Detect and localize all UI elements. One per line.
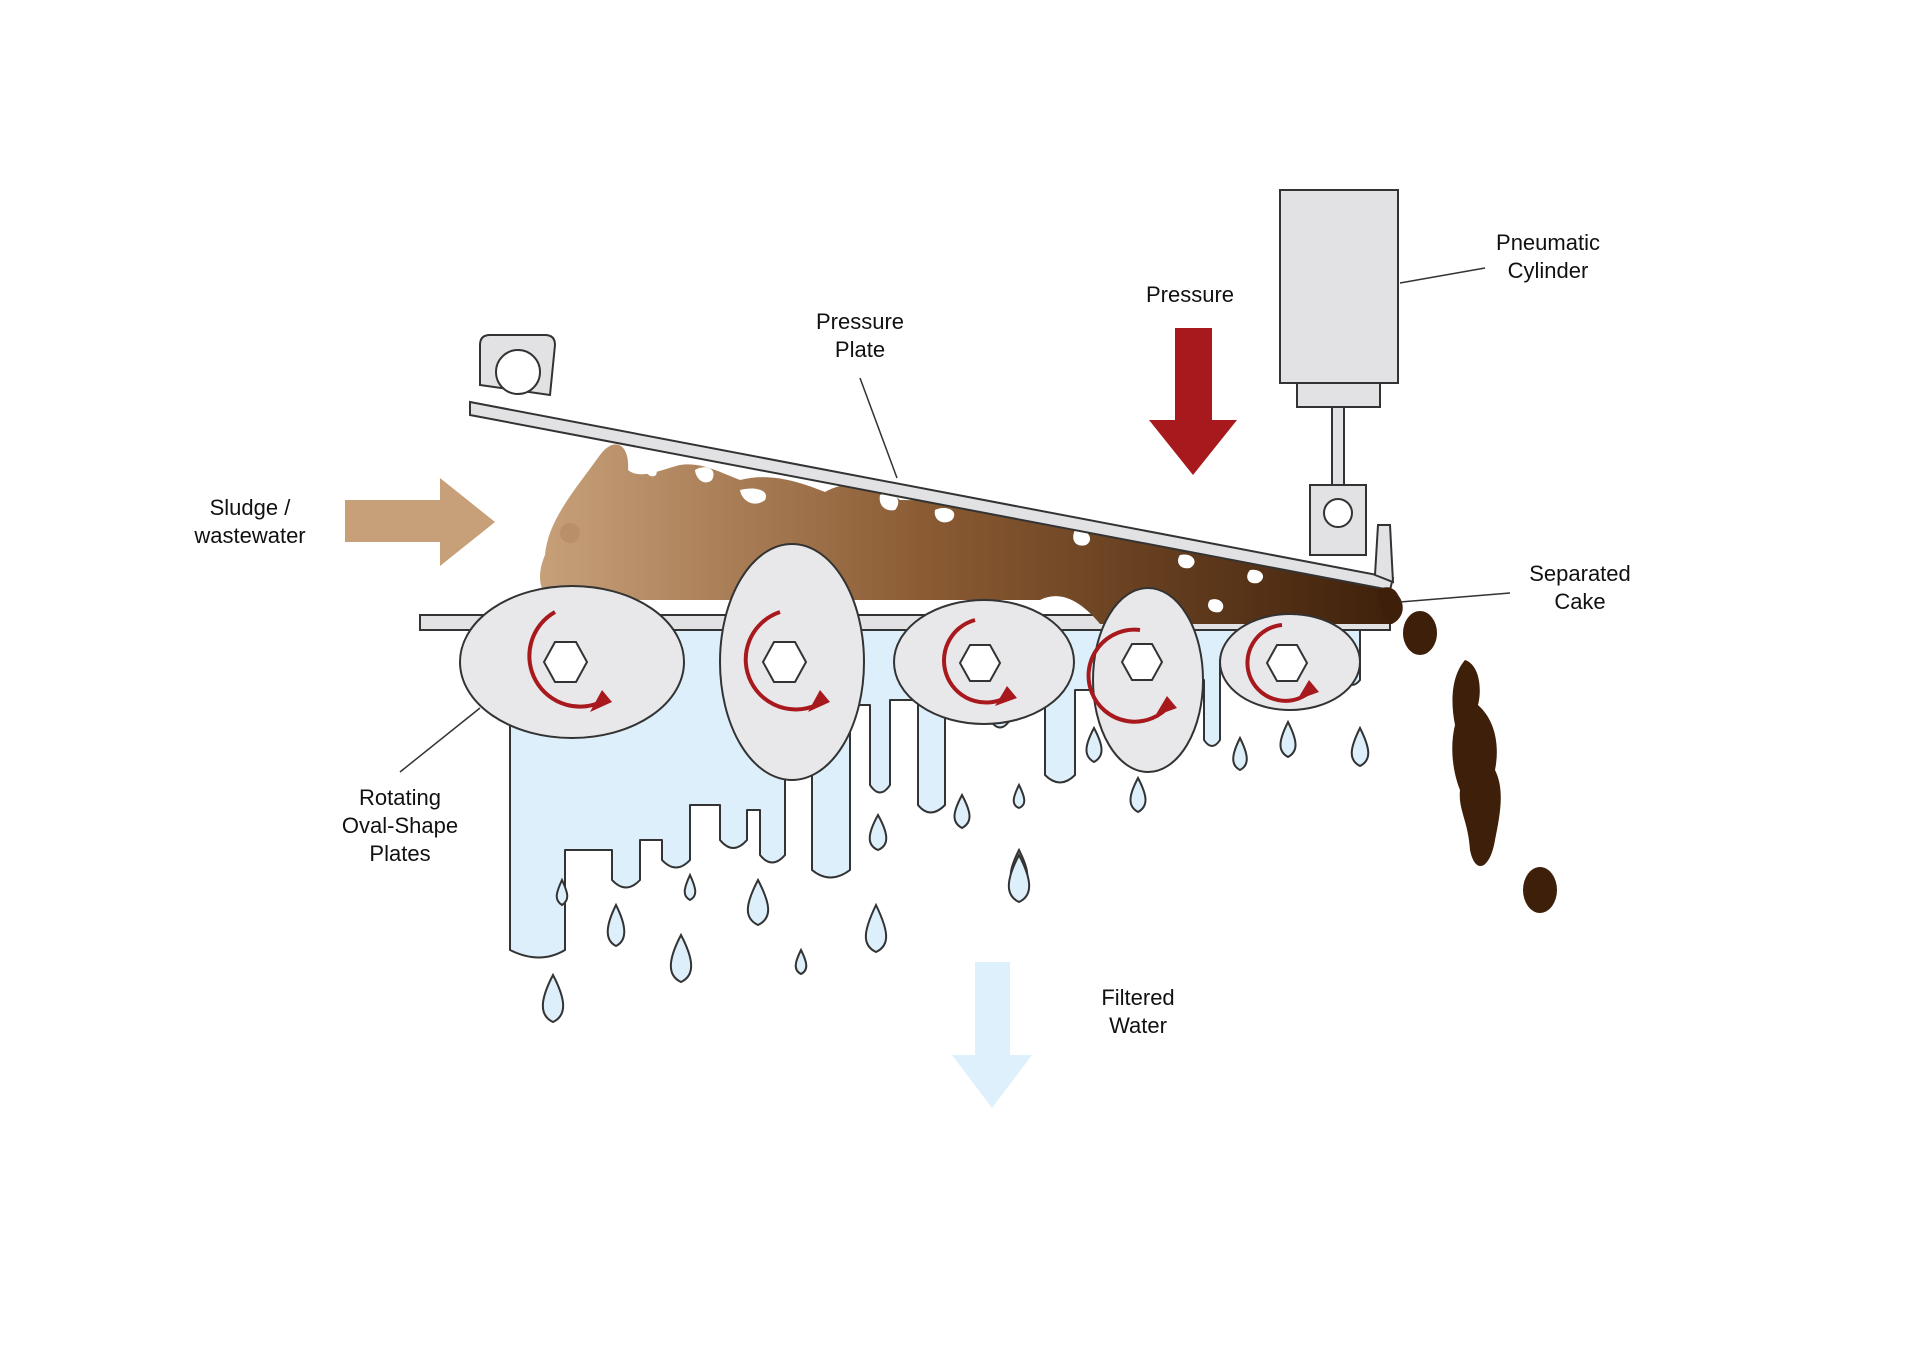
droplet [683, 872, 697, 902]
label-pressure: Pressure [1145, 282, 1235, 307]
droplet [864, 902, 888, 954]
droplet [1350, 725, 1370, 768]
cylinder-pivot-hole [1323, 498, 1353, 528]
droplet [541, 972, 565, 1024]
down-arrow-icon [952, 962, 1032, 1108]
oval-plate [1086, 587, 1204, 773]
droplet [669, 932, 693, 984]
hexagon-bolt-icon [542, 641, 589, 683]
right-arrow-icon [345, 478, 495, 566]
hexagon-bolt-icon [761, 641, 808, 683]
separated-cake [1378, 587, 1557, 913]
label-sludge-wastewater: Sludge / wastewater [194, 495, 306, 548]
pneumatic-cylinder [1279, 189, 1399, 556]
droplet [1085, 725, 1103, 764]
rotation-arrow-icon [1086, 627, 1172, 724]
sludge-mass [540, 444, 1403, 624]
label-pressure-plate: Pressure Plate [815, 309, 905, 362]
hexagon-bolt-icon [1265, 644, 1309, 682]
leader-lines [399, 267, 1511, 773]
hexagon-bolt-icon [958, 644, 1002, 682]
droplet [868, 812, 888, 852]
pivot-hole [495, 349, 541, 395]
droplet [1279, 719, 1297, 759]
label-pneumatic-cylinder: Pneumatic Cylinder [1496, 230, 1600, 283]
droplet [1007, 852, 1031, 904]
oval-plate [719, 543, 865, 781]
hexagon-bolt-icon [1120, 643, 1164, 681]
oval-plates [459, 543, 1361, 781]
water-droplets [541, 719, 1370, 1024]
droplet [1129, 775, 1147, 814]
oval-plate [459, 585, 685, 739]
rotation-arrow-icon [1245, 623, 1314, 703]
label-filtered-water: Filtered Water [1101, 985, 1175, 1038]
rotation-arrow-icon [942, 618, 1012, 705]
label-separated-cake: Separated Cake [1529, 561, 1631, 614]
oval-plate [1219, 613, 1361, 711]
label-oval-plates: Rotating Oval-Shape Plates [341, 785, 459, 866]
rotation-arrow-icon [527, 610, 606, 709]
droplet [746, 877, 770, 927]
rotation-arrow-icon [743, 610, 827, 712]
droplet [1232, 735, 1248, 772]
droplet [555, 877, 569, 907]
droplet [606, 902, 626, 948]
droplet [794, 947, 808, 976]
down-arrow-icon [1149, 328, 1237, 475]
droplet [1012, 782, 1026, 810]
droplet [953, 792, 971, 830]
oval-plate [893, 599, 1075, 725]
